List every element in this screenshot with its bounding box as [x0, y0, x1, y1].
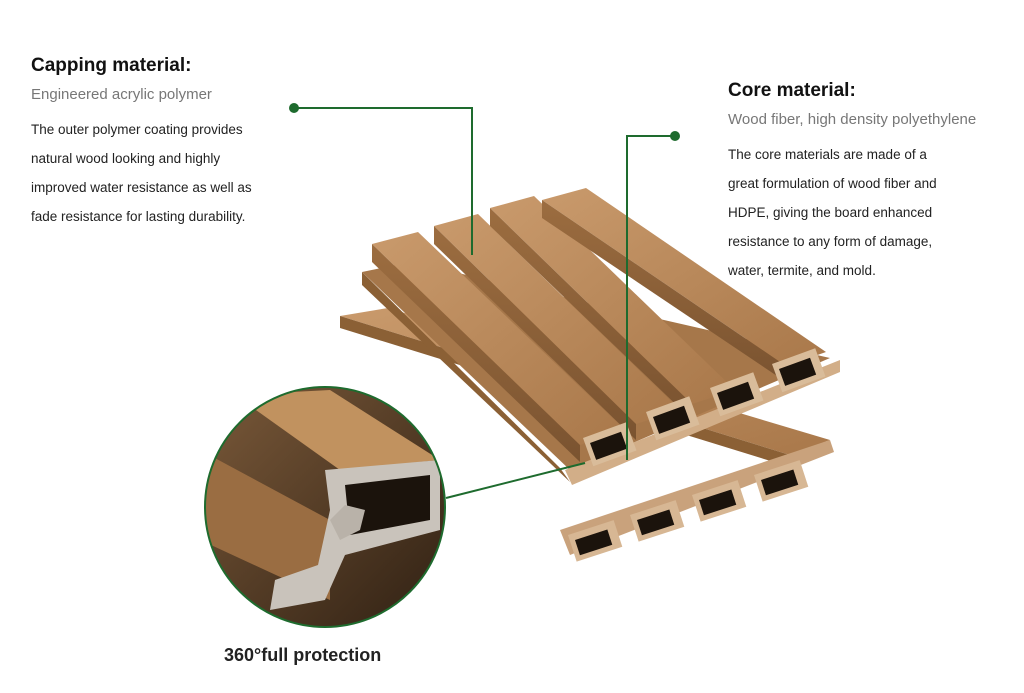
core-leader-line	[626, 135, 675, 460]
core-description: The core materials are made of a great f…	[728, 147, 937, 278]
closeup-detail	[204, 386, 446, 628]
upper-panel	[362, 188, 840, 485]
core-material-section: Core material: Wood fiber, high density …	[728, 80, 998, 285]
core-subtitle: Wood fiber, high density polyethylene	[728, 111, 977, 128]
capping-title: Capping material:	[31, 55, 192, 76]
capping-subtitle: Engineered acrylic polymer	[31, 86, 212, 103]
core-leader-dot	[670, 131, 680, 141]
leader-lines	[294, 107, 675, 499]
core-title: Core material:	[728, 80, 856, 101]
capping-leader-dot	[289, 103, 299, 113]
closeup-leader-line	[445, 462, 586, 499]
capping-material-section: Capping material: Engineered acrylic pol…	[31, 55, 271, 231]
capping-description: The outer polymer coating provides natur…	[31, 122, 252, 224]
protection-caption: 360°full protection	[224, 645, 382, 665]
capping-leader-line	[294, 107, 473, 255]
